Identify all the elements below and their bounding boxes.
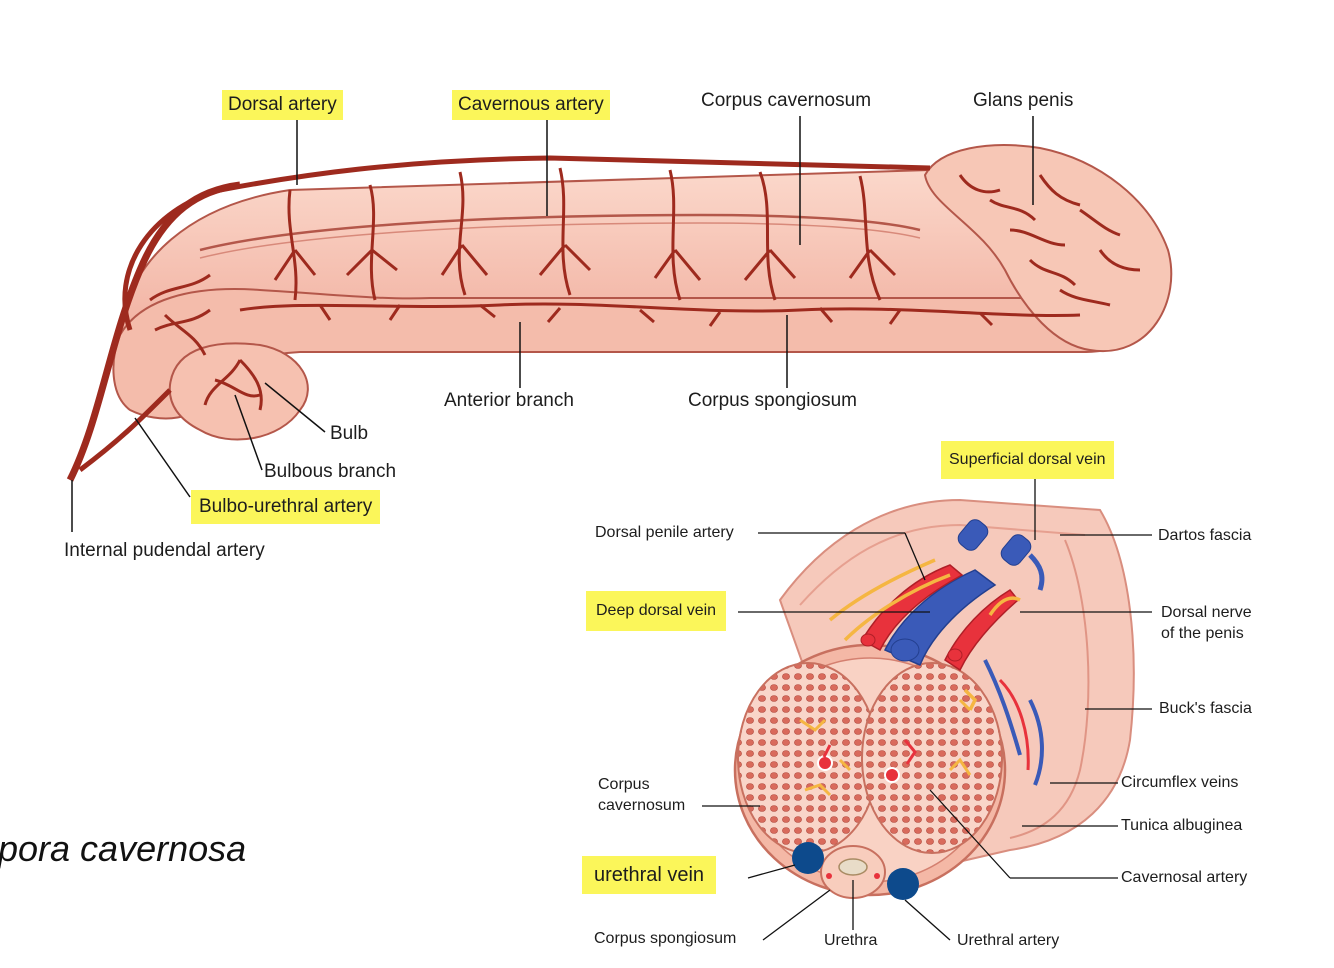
circumflex-vein — [983, 659, 1022, 756]
cavernosal-artery-right — [884, 767, 900, 783]
urethra-lumen — [838, 858, 868, 876]
label-urethra: Urethra — [824, 932, 878, 949]
label-circumflex-veins: Circumflex veins — [1121, 774, 1239, 791]
side-caption: rpora cavernosa — [0, 828, 247, 869]
urethral-vein-dot-left — [792, 842, 824, 874]
label-dorsal-artery: Dorsal artery — [222, 90, 343, 120]
label-dorsal-nerve-line1: Dorsal nerve — [1161, 604, 1252, 621]
penis-longitudinal — [66, 144, 1173, 482]
label-superficial-dorsal-vein: Superficial dorsal vein — [941, 441, 1114, 479]
internal-pudendal-vessel — [66, 181, 241, 482]
penis-cross-section — [733, 498, 1135, 900]
label-glans-penis: Glans penis — [973, 90, 1074, 111]
label-corpus-cavernosum-line2: cavernosum — [598, 797, 686, 814]
cavernosal-artery-left — [817, 755, 833, 771]
label-dartos-fascia: Dartos fascia — [1158, 527, 1252, 544]
label-urethral-artery: Urethral artery — [957, 932, 1060, 949]
label-internal-pudendal-artery: Internal pudendal artery — [64, 540, 265, 561]
cavernous-artery-line — [199, 213, 921, 252]
label-dorsal-nerve-line2: of the penis — [1161, 625, 1244, 642]
label-anterior-branch: Anterior branch — [444, 390, 574, 411]
label-bucks-fascia: Buck's fascia — [1159, 700, 1252, 717]
label-corpus-cavernosum-top: Corpus cavernosum — [701, 90, 872, 111]
label-corpus-spongiosum-top: Corpus spongiosum — [688, 390, 857, 411]
label-corpus-cavernosum-line1: Corpus — [598, 776, 650, 793]
label-bulb: Bulb — [330, 423, 369, 444]
glans-shape — [923, 144, 1173, 353]
label-bulbous-branch: Bulbous branch — [264, 461, 397, 482]
leader-lines-bottom — [702, 475, 1152, 941]
label-deep-dorsal-vein: Deep dorsal vein — [586, 591, 727, 631]
corpus-cavernosum-right — [861, 662, 1003, 854]
label-dorsal-penile-artery: Dorsal penile artery — [595, 524, 734, 541]
label-tunica-albuginea: Tunica albuginea — [1121, 817, 1243, 834]
superficial-dorsal-vein-shape — [957, 519, 989, 551]
artery-branches — [149, 167, 1141, 411]
label-cavernosal-artery: Cavernosal artery — [1121, 869, 1248, 886]
label-bulbo-urethral-artery: Bulbo-urethral artery — [191, 490, 381, 524]
label-cavernous-artery: Cavernous artery — [452, 90, 610, 120]
label-urethral-vein: urethral vein — [582, 856, 717, 894]
urethral-vein-dot-right — [887, 868, 919, 900]
corpus-cavernosum-left — [737, 662, 879, 854]
label-corpus-spongiosum-bottom: Corpus spongiosum — [594, 930, 737, 947]
leader-lines-top — [71, 116, 1034, 532]
